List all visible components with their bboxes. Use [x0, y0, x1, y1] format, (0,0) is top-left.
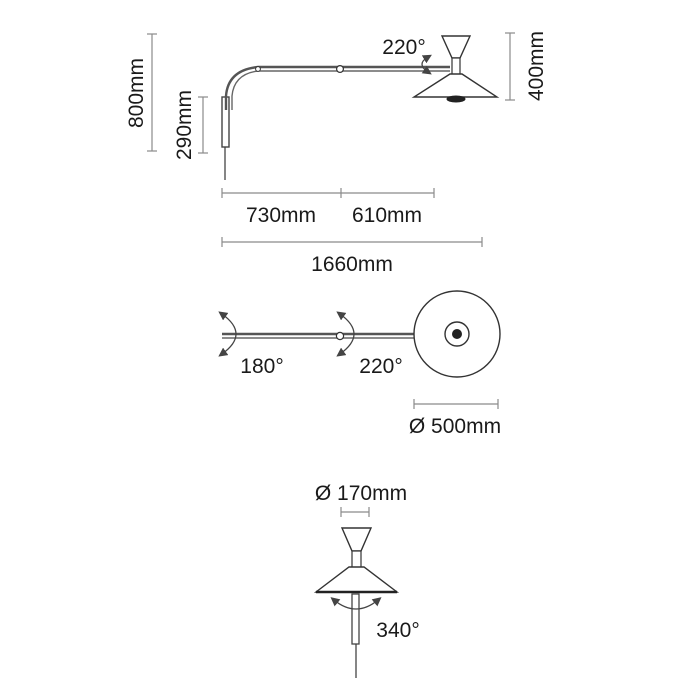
bracket-height-label: 290mm — [173, 90, 196, 160]
side-view: 800mm 290mm 220° — [125, 31, 548, 276]
arm-end-joint — [255, 66, 261, 72]
joint-rotation-label: 220° — [359, 355, 402, 378]
total-length-label: 1660mm — [311, 253, 393, 276]
arm-segment-1-label: 730mm — [246, 204, 316, 227]
shade-height-dimension: 400mm — [505, 31, 548, 101]
arm-segment-2-label: 610mm — [352, 204, 422, 227]
base-rotation-label: 180° — [240, 355, 283, 378]
lamp-arm — [224, 65, 450, 110]
shade-diameter-label: Ø 500mm — [409, 415, 501, 438]
base-rotation-arrow: 180° — [218, 311, 284, 378]
joint-rotation-arrow: 220° — [336, 311, 403, 378]
front-stem — [351, 593, 360, 645]
front-view: Ø 170mm 340° — [313, 482, 420, 678]
cone-diameter-label: Ø 170mm — [315, 482, 407, 505]
total-length-dimension: 1660mm — [221, 237, 483, 276]
arm-segment-dimensions: 730mm 610mm — [221, 188, 435, 227]
total-height-label: 800mm — [125, 58, 148, 128]
arm-joint — [336, 64, 345, 73]
cone-diameter-dimension: Ø 170mm — [315, 482, 407, 517]
shade-height-label: 400mm — [525, 31, 548, 101]
top-arm-joint — [335, 331, 345, 341]
shade-rotation-arrow: 220° — [382, 36, 432, 75]
front-shade — [313, 527, 400, 594]
bracket-height-dimension: 290mm — [173, 90, 208, 160]
total-height-dimension: 800mm — [125, 33, 157, 152]
front-rotation-arrow: 340° — [330, 597, 420, 642]
shade-diameter-dimension: Ø 500mm — [409, 399, 501, 438]
top-view: 180° 220° Ø 500mm — [218, 290, 501, 438]
front-rotation-label: 340° — [376, 619, 419, 642]
shade-rotation-label: 220° — [382, 36, 425, 59]
side-shade — [411, 35, 500, 103]
